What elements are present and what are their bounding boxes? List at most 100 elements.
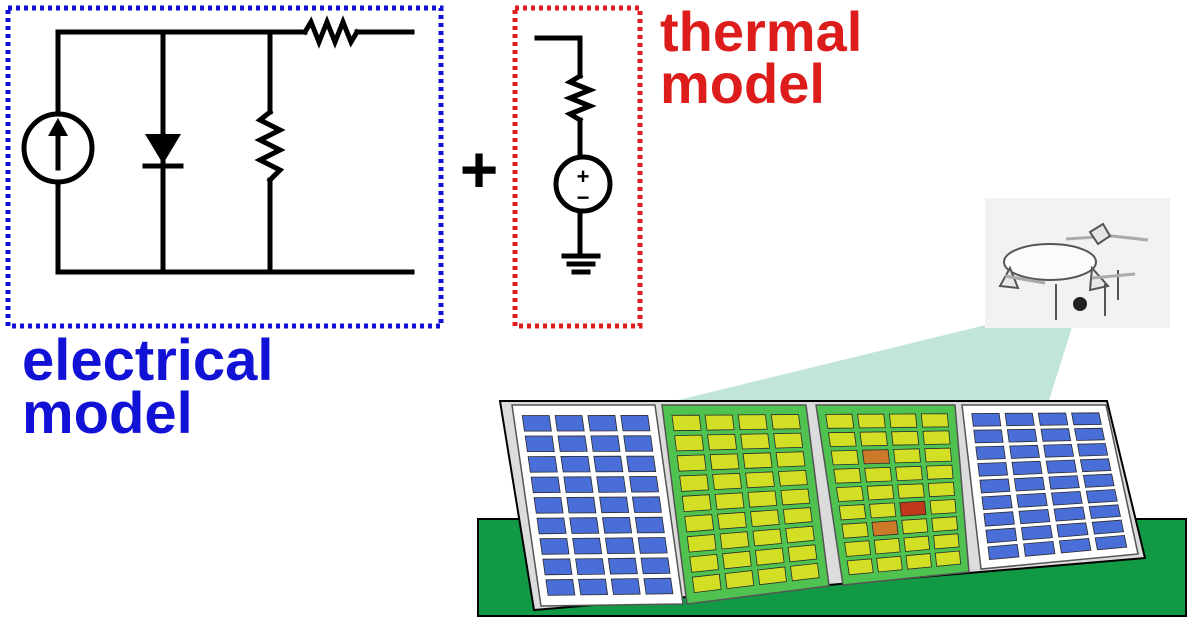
solar-cell [679,474,710,492]
solar-cell [631,496,662,513]
solar-cell [897,483,925,499]
solar-cell [527,456,558,473]
solar-cell [1048,475,1080,490]
solar-cell [717,511,747,530]
drone-camera-icon [1073,297,1087,311]
solar-panel [961,404,1139,570]
solar-cell [745,471,775,489]
solar-cell [1071,412,1102,426]
solar-cell [1004,412,1035,427]
solar-cell [572,537,603,555]
solar-cell [747,490,778,508]
solar-cell [773,432,804,449]
solar-cell [782,507,813,525]
solar-cell [891,430,920,446]
solar-cell [920,413,949,428]
solar-cell [903,535,931,552]
solar-cell [752,528,783,547]
solar-cell [1051,490,1083,506]
solar-cell [684,514,715,533]
electrical-label-line-1: electrical [22,328,274,393]
solar-cell [587,414,618,432]
solar-cell [1077,443,1109,457]
solar-cell [846,558,874,576]
electrical-model-border [5,5,444,329]
solar-cell [554,415,585,432]
solar-cell [901,518,929,535]
solar-cell [712,472,742,491]
current-source-arrowhead [48,118,68,136]
solar-cell [861,449,891,465]
solar-cell [1013,476,1046,492]
solar-cell [1011,460,1043,476]
solar-cell [596,476,627,493]
solar-cell [757,566,787,586]
solar-cell [1018,508,1051,525]
solar-cell [985,527,1018,544]
solar-cell [1023,540,1056,557]
solar-cell [836,486,864,503]
solar-cell [830,449,860,466]
solar-cell [770,414,801,430]
solar-cell [1053,506,1086,522]
solar-cell [754,547,785,566]
solar-cell [714,492,745,510]
solar-cell [722,550,752,570]
solar-cell [575,558,606,575]
solar-cell [593,455,624,473]
solar-cell [1094,534,1128,551]
solar-cell [640,557,671,575]
solar-cell [924,447,952,463]
solar-cell [620,414,651,432]
solar-cell [1006,428,1038,443]
solar-cell [876,555,903,573]
solar-cell [686,534,717,553]
solar-cell [979,478,1011,494]
solar-cell [1091,519,1125,535]
solar-cell [1058,537,1092,554]
solar-cell [927,481,955,498]
solar-cell [1088,504,1121,519]
electrical-circuit [21,15,415,275]
drone-photo [985,198,1170,328]
solar-cell [929,499,957,515]
solar-cell [707,433,738,451]
solar-cell [780,488,811,506]
solar-cell [542,558,573,576]
solar-cell [869,502,897,519]
resistor-icon [563,72,597,124]
solar-panel [661,404,830,605]
solar-cell [895,465,923,482]
solar-cell [981,494,1013,511]
resistor-icon [301,15,361,49]
thermal-label-line-1: thermal [660,0,863,63]
solar-cell [563,476,594,493]
solar-cell [933,533,960,550]
solar-cell [637,537,668,554]
solar-cell [1079,458,1112,473]
solar-cell [838,504,867,521]
solar-cell [934,550,962,567]
solar-cell [629,476,660,493]
solar-cell [785,525,815,544]
solar-cell [691,573,722,594]
solar-cell [931,516,959,532]
electrical-label-line-2: model [22,381,193,447]
solar-cell [926,464,954,480]
solar-cell [634,516,665,534]
thermal-label-line-2: model [660,51,825,115]
solar-cell [545,578,576,596]
solar-cell [742,452,773,469]
solar-cell [864,466,893,483]
solar-cell [973,429,1004,444]
solar-cell [825,413,855,429]
solar-cell [643,577,674,595]
solar-cell [557,435,588,452]
solar-cell [671,414,702,432]
solar-cell [833,467,862,484]
solar-cell [1009,444,1040,459]
solar-cell [844,540,872,557]
solar-cell [607,557,638,575]
diode-icon [145,134,181,164]
